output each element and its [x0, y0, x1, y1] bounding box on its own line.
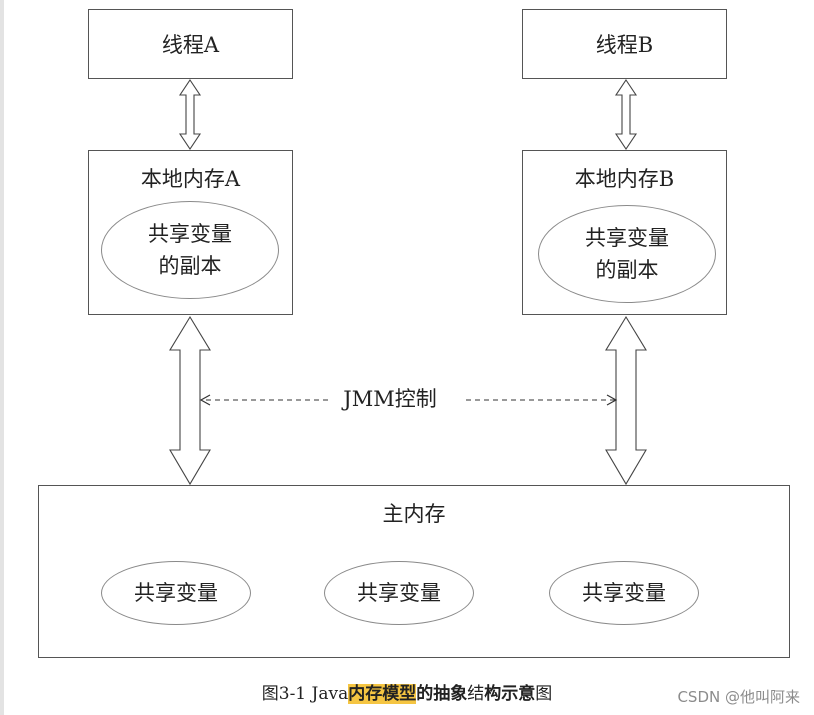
main-memory-box: 主内存 共享变量 共享变量 共享变量	[38, 485, 790, 658]
local-copy-b-line1: 共享变量	[585, 226, 669, 250]
csdn-watermark: CSDN @他叫阿来	[677, 688, 800, 706]
page-edge-bar	[0, 0, 4, 715]
caption-bold-mid: 的抽象	[416, 684, 468, 704]
local-copy-a-line1: 共享变量	[148, 222, 232, 246]
local-copy-b-oval: 共享变量 的副本	[538, 205, 716, 303]
shared-variable-oval-3: 共享变量	[549, 561, 699, 625]
caption-highlight: 内存模型	[348, 684, 417, 704]
local-memory-a-box: 本地内存A 共享变量 的副本	[88, 150, 293, 315]
local-b-main-arrow	[605, 315, 647, 486]
local-memory-a-label: 本地内存A	[140, 167, 241, 191]
local-copy-b-line2: 的副本	[595, 258, 659, 282]
figure-caption: 图3-1 Java内存模型的抽象结构示意图	[0, 683, 814, 705]
thread-a-sync-arrow	[178, 79, 202, 150]
thread-b-sync-arrow	[614, 79, 638, 150]
caption-plain-mid: 结	[467, 684, 485, 704]
shared-variable-1-label: 共享变量	[134, 581, 218, 605]
thread-a-box: 线程A	[88, 9, 293, 79]
local-copy-a-line2: 的副本	[158, 254, 222, 278]
local-memory-b-box: 本地内存B 共享变量 的副本	[522, 150, 727, 315]
shared-variable-oval-2: 共享变量	[324, 561, 474, 625]
shared-variable-2-label: 共享变量	[357, 581, 441, 605]
caption-suffix: 图	[535, 684, 553, 704]
shared-variable-oval-1: 共享变量	[101, 561, 251, 625]
caption-bold-end: 构示意	[484, 684, 536, 704]
caption-prefix: 图3-1 Java	[261, 684, 349, 704]
shared-variable-3-label: 共享变量	[582, 581, 666, 605]
local-copy-a-oval: 共享变量 的副本	[101, 201, 279, 299]
thread-b-label: 线程B	[595, 33, 654, 57]
local-a-main-arrow	[169, 315, 211, 486]
thread-a-label: 线程A	[161, 33, 220, 57]
thread-b-box: 线程B	[522, 9, 727, 79]
local-memory-b-label: 本地内存B	[574, 167, 675, 191]
main-memory-label: 主内存	[382, 502, 446, 526]
jmm-control-label: JMM控制	[330, 386, 450, 412]
